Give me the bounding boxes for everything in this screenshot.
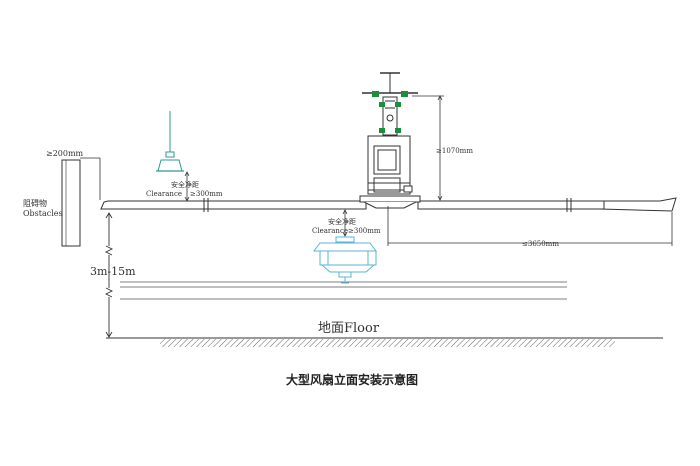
lower-fan-unit [313, 236, 377, 284]
obstacle-gap-label: ≥200mm [46, 149, 84, 158]
top-height-label: ≥1070mm [436, 147, 473, 155]
fan-clearance-label-cn: 安全净距 [328, 217, 356, 226]
floor: 地面Floor [106, 321, 663, 347]
lamp-clearance-value: ≥300mm [190, 190, 223, 198]
fan-clearance-value: ≥300mm [348, 227, 381, 235]
reference-lines [120, 281, 567, 300]
fan-clearance-dimension [342, 209, 348, 237]
lamp-clearance-label-en: Clearance [146, 190, 182, 198]
fan-blades [100, 197, 677, 212]
obstacle-label-cn: 阻碍物 [23, 198, 47, 208]
diagram-caption: 大型风扇立面安装示意图 [286, 372, 418, 387]
mount-height-dimension [104, 212, 114, 338]
hub-clamps [372, 91, 408, 133]
fan-clearance-label-en: Clearance [312, 227, 348, 235]
lamp-clearance-label-cn: 安全净距 [171, 180, 199, 189]
blade-length-label: ≤3650mm [522, 240, 559, 248]
mount-height-label: 3m-15m [90, 265, 136, 278]
top-height-dimension [412, 95, 444, 201]
obstacle: 阻碍物 Obstacles [23, 157, 101, 247]
floor-label: 地面Floor [318, 321, 380, 336]
fan-motor-assembly [359, 72, 421, 209]
obstacle-label-en: Obstacles [23, 209, 63, 218]
lamp [156, 111, 184, 172]
blade-length-dimension [387, 206, 673, 246]
